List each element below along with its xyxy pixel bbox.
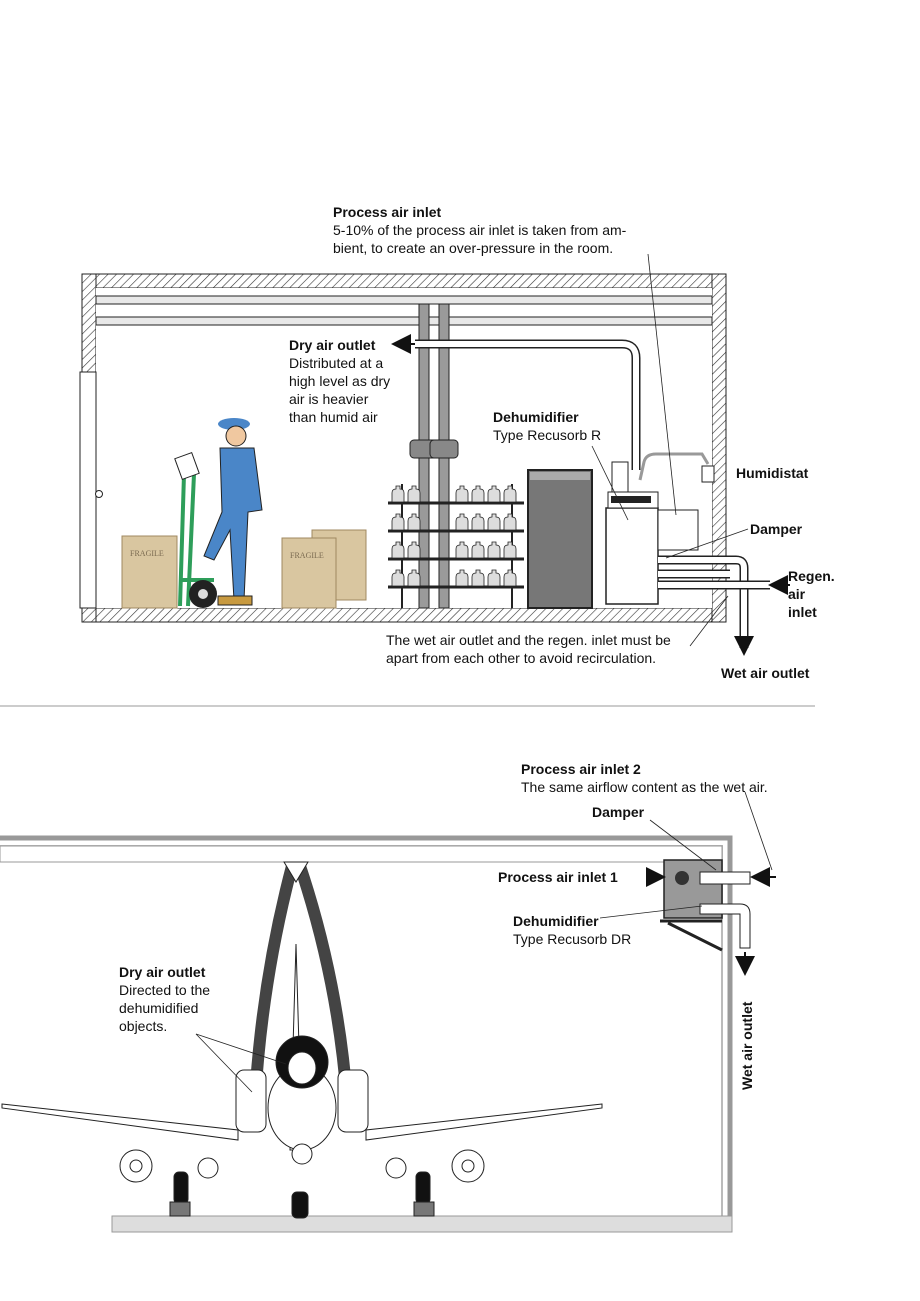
dehumidifier-dr-label: Dehumidifier Type Recusorb DR [513,912,631,948]
dry-air-outlet-label: Dry air outlet Distributed at a high lev… [289,336,390,426]
regen-line1: Regen. [788,568,835,584]
dehumidifier-dr-unit [663,859,723,919]
bottle [487,569,501,587]
damper-label: Damper [750,521,803,537]
dry-air-outlet-line2: high level as dry [289,373,391,389]
process-air-inlet-2-title: Process air inlet 2 [521,761,641,777]
top-leaders [591,253,749,647]
process-air-inlet-title: Process air inlet [333,204,442,220]
wet-note-label: The wet air outlet and the regen. inlet … [386,631,671,667]
dehumidifier-dr-type: Type Recusorb DR [513,931,632,947]
process-air-inlet-line1: 5-10% of the process air inlet is taken … [333,222,627,238]
process-air-inlet-2-desc: The same airflow content as the wet air. [521,779,768,795]
dehumidifier-dr-title: Dehumidifier [513,913,599,929]
bottle [391,485,405,503]
damper-dr-label: Damper [592,804,645,820]
bottle [455,485,469,503]
process-air-inlet-line2: bient, to create an over-pressure in the… [333,240,614,256]
wet-air-outlet-dr-label: Wet air outlet [739,1001,755,1090]
regen-line3: inlet [788,604,817,620]
bottle [391,541,405,559]
bottle [487,541,501,559]
hangar-floor [111,1215,733,1233]
dehumidifier-title: Dehumidifier [493,409,579,425]
humidistat-label: Humidistat [736,465,809,481]
dehumidifier-unit [605,507,659,605]
bottle [503,541,517,559]
box-3-label: FRAGILE [290,551,324,560]
dehumidifier-type: Type Recusorb R [493,427,602,443]
wet-note-line1: The wet air outlet and the regen. inlet … [386,632,671,648]
ceiling-duct-1 [95,295,713,305]
dry-air-outlet-dr-line2: dehumidified [119,1000,199,1016]
bottle [391,513,405,531]
ceiling-duct-2 [95,316,713,326]
process-air-inlet-1-label: Process air inlet 1 [498,869,618,885]
dry-air-outlet-title: Dry air outlet [289,337,376,353]
bottle [407,513,421,531]
bottle [471,485,485,503]
box-1 [121,535,178,609]
bottle-rows [391,485,517,587]
bottle [503,569,517,587]
top-room: FRAGILE FRAGILE [79,273,790,656]
bottom-leaders [195,791,773,1093]
bottle [487,513,501,531]
bottom-hangar [0,835,776,1233]
room-ceiling [81,273,727,289]
door [79,371,97,609]
storage-cabinet [527,469,593,609]
hangar-roof [0,835,733,1218]
worker-figure [174,418,263,606]
regen-and-wet-pipes [658,555,770,648]
dry-air-outlet-dr-title: Dry air outlet [119,964,206,980]
bottle [455,569,469,587]
bottle [503,513,517,531]
room-floor [81,607,727,623]
bottle [471,569,485,587]
bottle [455,513,469,531]
bottle [503,485,517,503]
humidistat [701,465,715,483]
process-air-inlet-label: Process air inlet 5-10% of the process a… [333,203,626,257]
aircraft [1,943,603,1219]
dry-air-outlet-dr-line3: objects. [119,1018,168,1034]
bottle [455,541,469,559]
dry-air-outlet-dr-line1: Directed to the [119,982,211,998]
process-air-inlet-2-label: Process air inlet 2 The same airflow con… [521,760,768,796]
box-1-label: FRAGILE [130,549,164,558]
wet-note-line2: apart from each other to avoid recircula… [386,650,657,666]
bottle [407,541,421,559]
box-3 [281,537,337,609]
dehumidifier-label: Dehumidifier Type Recusorb R [493,408,601,444]
bottle [391,569,405,587]
bottle [407,485,421,503]
wet-air-outlet-label: Wet air outlet [721,665,810,681]
bottle [471,541,485,559]
hand-truck [178,473,214,607]
regen-line2: air [788,586,806,602]
dry-air-outlet-line4: than humid air [289,409,378,425]
dry-air-outlet-dr-label: Dry air outlet Directed to the dehumidif… [119,963,210,1035]
bottle [407,569,421,587]
dry-air-outlet-line3: air is heavier [289,391,369,407]
dry-air-outlet-line1: Distributed at a [289,355,384,371]
regen-air-inlet-label: Regen. air inlet [788,567,835,621]
bottle [487,485,501,503]
bottle [471,513,485,531]
